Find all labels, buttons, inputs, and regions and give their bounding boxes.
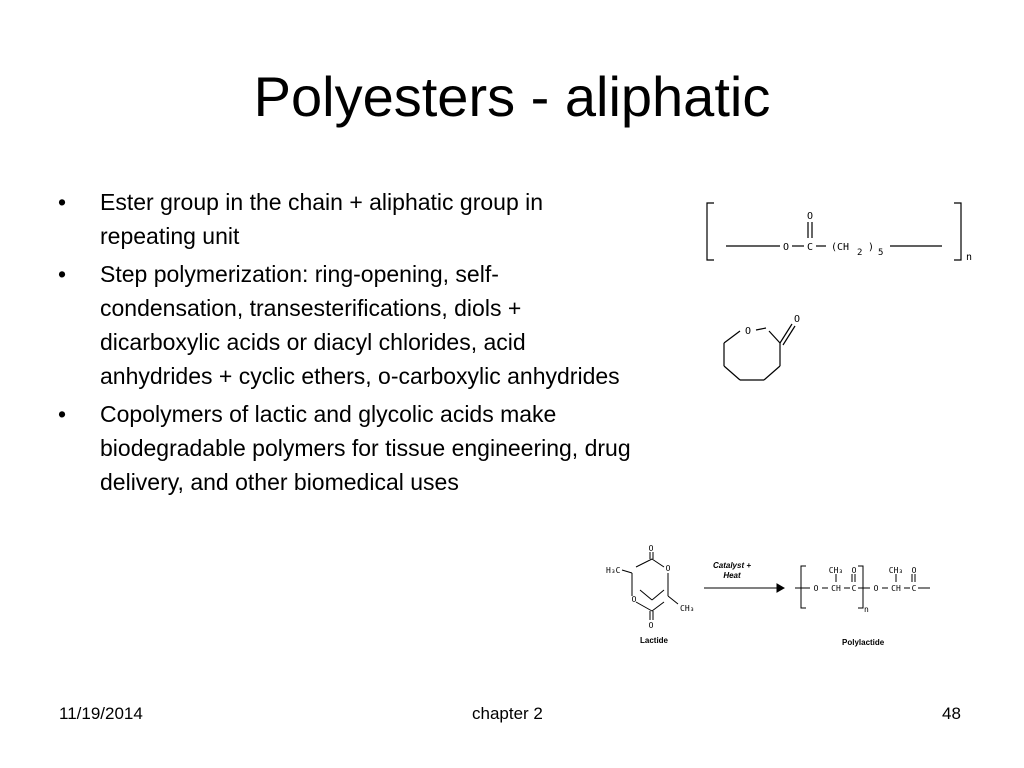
subscript-two: 2 (857, 248, 862, 258)
footer-chapter: chapter 2 (472, 704, 543, 723)
lactide-left-oxygen: O (632, 595, 637, 604)
repeat-subscript-n: n (966, 252, 972, 263)
slide-title: Polyesters - aliphatic (253, 65, 771, 128)
bullet-item: • Ester group in the chain + aliphatic gr… (58, 185, 638, 253)
heat-label: Heat (723, 571, 741, 580)
poly-carbonyl-oxygen-1: O (852, 566, 857, 575)
bullet-list: • Ester group in the chain + aliphatic gr… (58, 185, 638, 503)
poly-carbon-1: C (852, 584, 857, 593)
poly-oxygen-2: O (874, 584, 879, 593)
poly-carbon-2: C (912, 584, 917, 593)
footer-date: 11/19/2014 (59, 704, 143, 723)
lactide-polymerization-scheme: O O O O H₃C CH₃ Lactide Catalyst + Heat … (606, 544, 930, 647)
poly-oxygen-1: O (814, 584, 819, 593)
bullet-item: • Step polymerization: ring-opening, self… (58, 257, 638, 393)
ring-oxygen: O (745, 326, 751, 337)
bullet-text: Copolymers of lactic and glycolic acids … (100, 401, 631, 495)
poly-methyl-2: CH₃ (889, 566, 903, 575)
chain-oxygen: O (783, 242, 789, 253)
bullet-text: Ester group in the chain + aliphatic gro… (100, 189, 544, 249)
lactide-top-oxygen: O (649, 544, 654, 553)
bullet-marker: • (58, 401, 67, 427)
close-paren: ) (868, 242, 874, 253)
polycaprolactone-structure: O O C (CH 2 ) 5 n (706, 202, 972, 263)
catalyst-label: Catalyst + (713, 561, 751, 570)
polylactide-label: Polylactide (842, 638, 885, 647)
footer-page-number: 48 (942, 704, 961, 723)
lactide-methyl-left: H₃C (606, 566, 621, 575)
lactide-label: Lactide (640, 636, 669, 645)
bullet-item: • Copolymers of lactic and glycolic acids… (58, 397, 638, 499)
bullet-marker: • (58, 189, 67, 215)
lactide-methyl-right: CH₃ (680, 604, 694, 613)
carbonyl-carbon: C (807, 242, 813, 253)
carbonyl-oxygen: O (807, 211, 813, 222)
bullet-text: Step polymerization: ring-opening, self-… (100, 261, 620, 389)
lactide-bottom-oxygen: O (649, 621, 654, 630)
poly-ch-2: CH (891, 584, 901, 593)
methylene-group: (CH (831, 242, 849, 253)
poly-carbonyl-oxygen-2: O (912, 566, 917, 575)
poly-repeat-n: n (864, 605, 869, 614)
poly-methyl-1: CH₃ (829, 566, 843, 575)
subscript-five: 5 (878, 248, 883, 258)
caprolactone-structure: O O (723, 314, 800, 381)
caprolactone-carbonyl-oxygen: O (794, 314, 800, 325)
poly-ch-1: CH (831, 584, 841, 593)
lactide-right-oxygen: O (666, 564, 671, 573)
bullet-marker: • (58, 261, 67, 287)
